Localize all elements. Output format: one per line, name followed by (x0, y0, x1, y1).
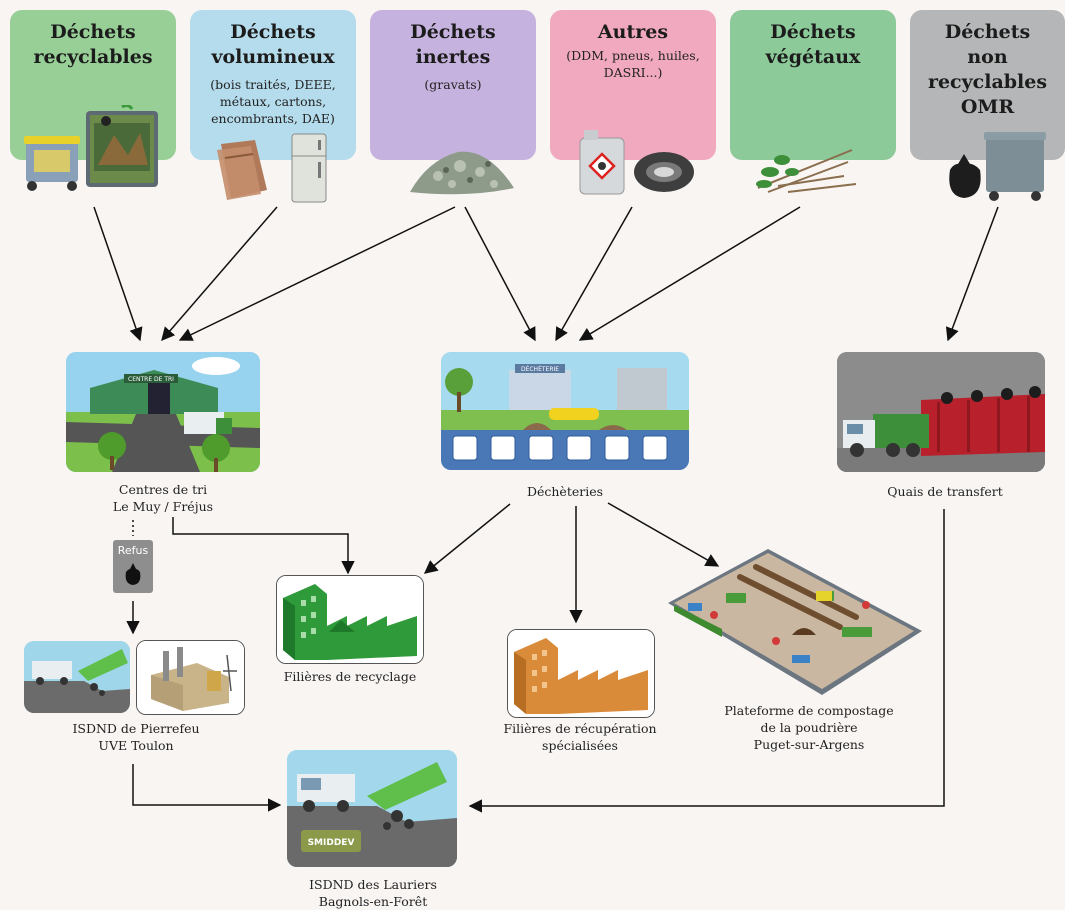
centre-de-tri-sign: CENTRE DE TRI (128, 376, 174, 383)
decheteries-label: Déchèteries (526, 484, 604, 499)
wood-planks-icon (217, 140, 267, 200)
arrow-tri-recyclage (172, 517, 355, 575)
category-inertes: Déchets inertes (gravats) (370, 10, 536, 160)
refus-box: Refus (113, 540, 153, 593)
decheterie-sign: DÉCHÈTERIE (521, 365, 559, 373)
landfill-pierrefeu-image (24, 641, 130, 713)
centres-tri-label: Centres de tri Le Muy / Fréjus (112, 482, 214, 514)
trash-bag-icon (949, 154, 981, 198)
smiddev-logo: SMIDDEV (308, 838, 355, 848)
landfill-lauriers-image: SMIDDEV (287, 750, 457, 867)
category-title: Déchets volumineux (211, 21, 335, 68)
recycling-container-icon (86, 105, 158, 187)
filieres-recuperation-label: Filières de récupération spécialisées (503, 721, 657, 753)
transfer-station-image (837, 352, 1045, 472)
compost-platform-image (668, 549, 922, 695)
category-vegetaux: Déchets végétaux (730, 10, 896, 160)
trash-bag-icon (125, 563, 141, 585)
chemical-can-icon (579, 130, 625, 195)
sorting-center-image: CENTRE DE TRI (66, 352, 260, 472)
arrow-decheterie-recyclage (423, 503, 511, 574)
incinerator-toulon-image (136, 640, 245, 715)
branches-icon (756, 149, 857, 193)
category-title: Déchets inertes (410, 21, 496, 68)
compostage-label: Plateforme de compostage de la poudrière… (724, 703, 894, 752)
recycling-bin-icon (24, 136, 80, 191)
category-subtitle: (DDM, pneus, huiles, DASRI...) (566, 48, 700, 80)
arrow-vegetaux-decheterie (578, 206, 801, 341)
isdnd-pierrefeu-label: ISDND de Pierrefeu UVE Toulon (72, 721, 200, 753)
arrow-inertes-decheterie (464, 206, 536, 342)
arrow-inertes-tri (178, 206, 456, 341)
quais-label: Quais de transfert (887, 484, 1003, 499)
filieres-recyclage-label: Filières de recyclage (283, 669, 417, 684)
recovery-industry-image (507, 629, 655, 718)
recycling-center-image: DÉCHÈTERIE (441, 352, 689, 470)
recycling-industry-image (276, 575, 424, 664)
category-title: Déchets recyclables (33, 21, 153, 68)
isdnd-lauriers-label: ISDND des Lauriers Bagnols-en-Forêt (309, 877, 437, 909)
waste-bin-icon (984, 132, 1046, 201)
arrow-autres-decheterie (555, 206, 633, 342)
category-volumineux: Déchets volumineux (bois traités, DEEE, … (190, 10, 356, 160)
category-subtitle: (gravats) (424, 77, 482, 92)
category-subtitle: (bois traités, DEEE, métaux, cartons, en… (210, 77, 336, 126)
rubble-pile-icon (410, 151, 514, 195)
arrow-volumineux-tri (161, 206, 278, 342)
arrow-recyclables-tri (93, 206, 143, 342)
category-title: Déchets végétaux (765, 21, 861, 68)
category-title: Déchets non recyclables OMR (927, 21, 1048, 118)
refus-label: Refus (117, 544, 149, 557)
category-title: Autres (597, 21, 669, 43)
fridge-icon (291, 133, 327, 203)
arrow-pierrefeu-lauriers (132, 764, 282, 812)
tire-icon (634, 152, 694, 192)
category-autres: Autres (DDM, pneus, huiles, DASRI...) (550, 10, 716, 160)
arrow-omr-quais (945, 206, 999, 342)
